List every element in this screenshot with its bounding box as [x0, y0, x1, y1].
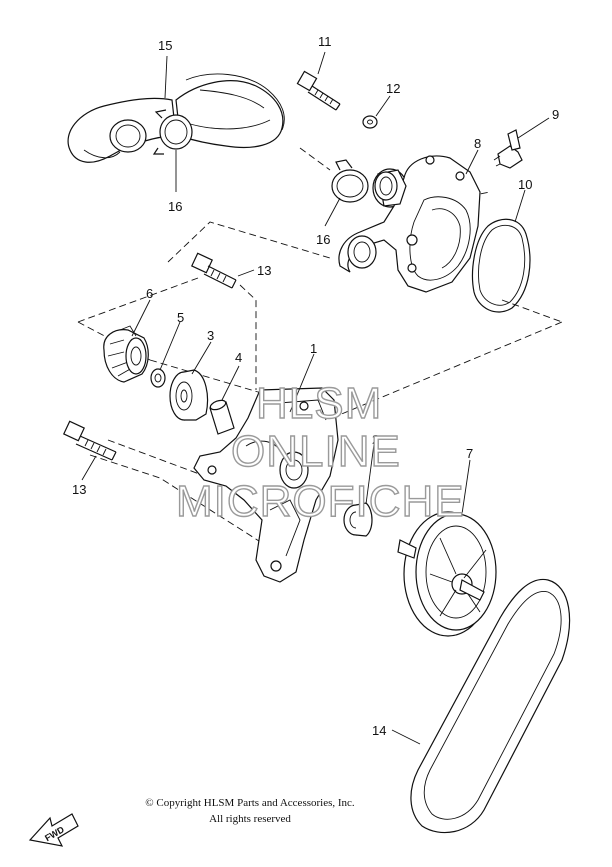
pulley-part-7 — [397, 511, 497, 637]
copyright-notice: © Copyright HLSM Parts and Accessories, … — [145, 797, 355, 809]
impeller-part-6 — [103, 325, 149, 383]
bolt-part-13-upper — [190, 252, 237, 289]
rights-notice: All rights reserved — [209, 813, 291, 825]
watermark-line-3: MICROFICHE — [176, 477, 465, 526]
part-label: 8 — [474, 136, 481, 151]
part-label: 16 — [316, 232, 330, 247]
seal-part-3 — [169, 369, 209, 421]
part-label: 7 — [466, 446, 473, 461]
part-label: 13 — [72, 482, 86, 497]
bolt-part-11 — [296, 70, 341, 111]
pump-housing-part-1 — [193, 387, 339, 583]
part-label: 4 — [235, 350, 242, 365]
o-ring-part-10 — [471, 218, 531, 313]
watermark-line-1: HLSM — [256, 379, 382, 428]
watermark-line-2: ONLINE — [231, 427, 401, 476]
bushing-part-4 — [209, 399, 235, 435]
hose-part-15 — [67, 73, 285, 163]
washer-part-5 — [150, 368, 166, 388]
part-label: 2 — [372, 432, 379, 447]
part-label: 9 — [552, 107, 559, 122]
v-belt-part-14 — [410, 578, 571, 834]
part-label: 5 — [177, 310, 184, 325]
watermark: HLSM ONLINE MICROFICHE — [175, 378, 465, 526]
leader-lines — [81, 51, 550, 745]
part-label: 6 — [146, 286, 153, 301]
part-label: 1 — [310, 341, 317, 356]
part-label: 16 — [168, 199, 182, 214]
part-number-labels: 1 2 3 4 5 6 7 8 9 10 11 12 13 13 14 15 1… — [72, 34, 559, 738]
fitting-part-9 — [493, 129, 523, 169]
part-label: 3 — [207, 328, 214, 343]
washer-part-12 — [362, 115, 378, 129]
part-label: 15 — [158, 38, 172, 53]
part-label: 10 — [518, 177, 532, 192]
pump-cover-part-8 — [338, 155, 481, 293]
part-label: 13 — [257, 263, 271, 278]
part-label: 11 — [318, 34, 332, 49]
part-label: 12 — [386, 81, 400, 96]
part-label: 14 — [372, 723, 386, 738]
bolt-part-13-lower — [62, 420, 117, 461]
